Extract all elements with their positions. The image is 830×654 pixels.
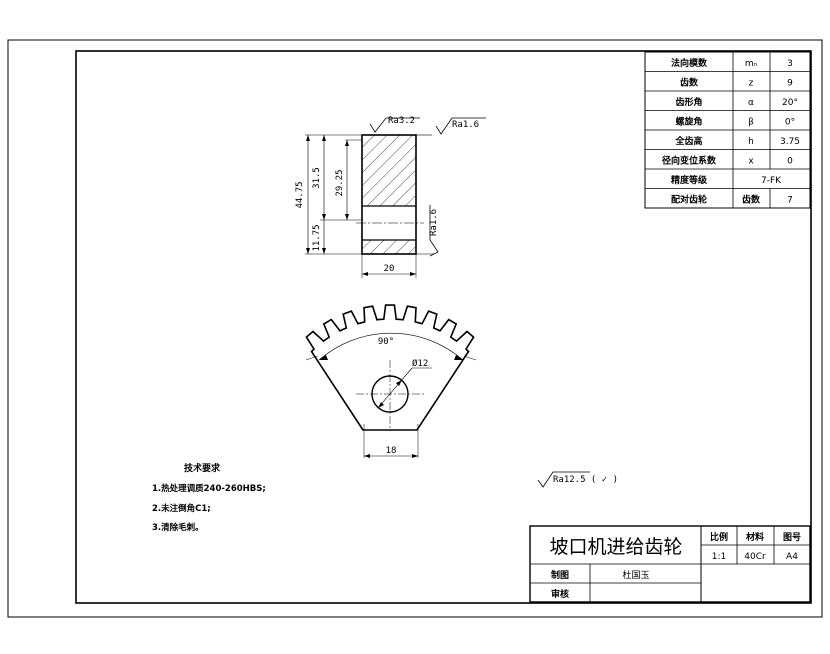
tech-item: 3.清除毛刺。 (152, 522, 204, 533)
param-label: 螺旋角 (675, 116, 702, 128)
roughness-symbol (537, 471, 590, 488)
param-value: 9 (787, 79, 793, 89)
param-symbol: h (748, 137, 754, 147)
material-value: 40Cr (744, 552, 766, 562)
section-view: Ra3.2 Ra1.6 Ra1.6 44.75 31.5 11.75 29.25 (295, 116, 486, 278)
param-value: 3 (787, 59, 793, 69)
material-label: 材料 (745, 531, 764, 543)
tech-requirements: 技术要求 1.热处理调质240-260HBS; 2.未注倒角C1; 3.清除毛刺… (152, 462, 266, 533)
param-value: 0° (785, 118, 795, 128)
roughness-symbol (369, 117, 420, 133)
roughness-symbol (429, 205, 439, 257)
hatch-upper (362, 135, 416, 206)
roughness-side-text: Ra1.6 (429, 209, 439, 236)
drawn-by: 杜国玉 (622, 569, 649, 581)
param-label: 径向变位系数 (662, 155, 717, 167)
front-view: 90° Ø12 18 (305, 304, 477, 458)
param-symbol: z (749, 79, 754, 89)
scale-value: 1:1 (712, 552, 726, 562)
tech-item: 1.热处理调质240-260HBS; (152, 483, 266, 494)
inner-frame (75, 50, 812, 604)
param-symbol: x (748, 157, 754, 167)
tech-item: 2.未注倒角C1; (152, 503, 211, 514)
gear-outline (305, 304, 475, 431)
section-outline (361, 134, 417, 255)
param-label: 齿形角 (675, 96, 702, 108)
dim-bore: 29.25 (335, 169, 345, 196)
outer-border (7, 39, 823, 618)
tech-title: 技术要求 (184, 462, 221, 474)
param-symbol: α (748, 98, 754, 108)
angle-arc (318, 332, 464, 361)
dim-angle: 90° (378, 337, 394, 347)
params-table: 法向模数 mₙ 3 齿数 z 9 齿形角 α 20° 螺旋角 β 0° 全齿高 … (644, 51, 811, 209)
param-label: 精度等级 (671, 174, 708, 186)
param-label: 全齿高 (674, 135, 702, 147)
roughness-top-text: Ra3.2 (388, 116, 415, 126)
param-symbol: β (748, 118, 754, 128)
dim-upper: 31.5 (312, 167, 322, 189)
param-merged-value: 7-FK (761, 176, 782, 186)
drawn-label: 制图 (551, 569, 569, 581)
dim-total: 44.75 (295, 181, 305, 208)
drawing-no-value: A4 (786, 552, 798, 562)
dim-width: 20 (384, 264, 395, 274)
title-block: 坡口机进给齿轮 比例 材料 图号 1:1 40Cr A4 制图 杜国玉 审核 (529, 525, 811, 603)
param-label: 齿数 (680, 77, 699, 89)
roughness-symbol (435, 117, 486, 135)
param-value: 20° (782, 98, 798, 108)
checked-label: 审核 (551, 588, 569, 600)
param-label: 法向模数 (671, 57, 708, 69)
dim-lower: 11.75 (312, 224, 322, 251)
hatch-lower (362, 240, 416, 254)
roughness-face-text: Ra1.6 (452, 120, 479, 130)
part-name: 坡口机进给齿轮 (549, 536, 682, 558)
dim-bottom: 18 (386, 446, 397, 456)
scale-label: 比例 (710, 531, 728, 543)
param-symbol: 齿数 (742, 194, 761, 206)
param-value: 3.75 (780, 137, 800, 147)
param-label: 配对齿轮 (671, 194, 707, 206)
general-roughness: Ra12.5 ( ✓ ) (553, 475, 618, 485)
param-symbol: mₙ (745, 59, 758, 69)
drawing-no-label: 图号 (783, 532, 801, 543)
dim-hole: Ø12 (412, 358, 428, 369)
param-value: 0 (787, 157, 793, 167)
param-value: 7 (787, 196, 793, 206)
